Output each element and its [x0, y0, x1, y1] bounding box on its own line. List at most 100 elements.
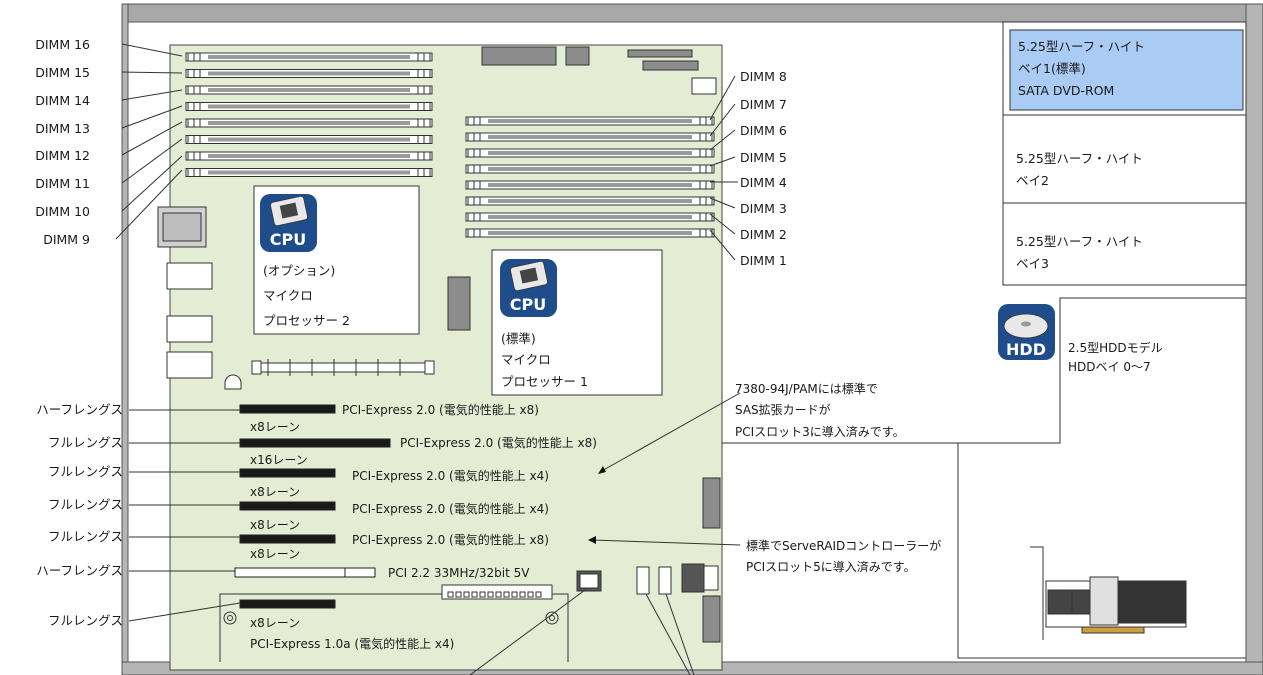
board-headers: [481, 46, 699, 71]
dimm-slot: [465, 212, 715, 222]
slot-4-length: フルレングス: [48, 497, 123, 512]
slot-7-lanes: x8レーン: [250, 616, 300, 630]
cpu1-area: CPU (標準) マイクロ プロセッサー 1: [491, 249, 663, 396]
bay-1-highlight: [1009, 29, 1244, 111]
slot-2-length: フルレングス: [48, 435, 123, 450]
dimm-slot: [185, 118, 433, 128]
slot-2-spec: PCI-Express 2.0 (電気的性能上 x8): [400, 435, 597, 450]
pci-slots: [234, 404, 391, 609]
dimm-1-label: DIMM 1: [740, 253, 787, 268]
note-sas-line3: PCIスロット3に導入済みです。: [735, 424, 905, 439]
slot-5-spec: PCI-Express 2.0 (電気的性能上 x8): [352, 532, 549, 547]
dimm-slot: [465, 132, 715, 142]
raid-controller-card: ◎ ⊠ ⊗: [1030, 546, 1187, 640]
dimm-14-label: DIMM 14: [35, 93, 90, 108]
dimm-8-label: DIMM 8: [740, 69, 787, 84]
dimm-15-label: DIMM 15: [35, 65, 90, 80]
dimm-6-label: DIMM 6: [740, 123, 787, 138]
bay-1-line3: SATA DVD-ROM: [1018, 83, 1114, 98]
svg-text:CPU: CPU: [510, 295, 546, 314]
bay-2-line1: 5.25型ハーフ・ハイト: [1016, 151, 1143, 166]
dimm-slot: [185, 52, 433, 62]
dimm-5-label: DIMM 5: [740, 150, 787, 165]
cpu1-label-line3: プロセッサー 1: [501, 374, 588, 389]
cpu2-label-line2: マイクロ: [263, 288, 313, 303]
hdd-bay-line1: 2.5型HDDモデル: [1068, 340, 1163, 355]
chipset-blocks: [447, 276, 721, 643]
slot-6-spec: PCI 2.2 33MHz/32bit 5V: [388, 566, 530, 580]
note-raid-line1: 標準でServeRAIDコントローラーが: [746, 538, 941, 553]
notes: 7380-94J/PAMには標準で SAS拡張カードが PCIスロット3に導入済…: [735, 381, 941, 574]
bay-3-line1: 5.25型ハーフ・ハイト: [1016, 234, 1143, 249]
dimm-10-label: DIMM 10: [35, 204, 90, 219]
dimm-slots-left: [185, 52, 433, 177]
slot-1-length: ハーフレングス: [36, 402, 123, 417]
slot-4-lanes: x8レーン: [250, 518, 300, 532]
dimm-12-label: DIMM 12: [35, 148, 90, 163]
cpu-icon: CPU: [260, 194, 317, 252]
dimm-slot: [465, 148, 715, 158]
slot-4-spec: PCI-Express 2.0 (電気的性能上 x4): [352, 501, 549, 516]
dimm-slot: [465, 164, 715, 174]
slot-length-labels: ハーフレングス フルレングス フルレングス フルレングス フルレングス ハーフレ…: [36, 402, 123, 628]
slot-7-length: フルレングス: [48, 613, 123, 628]
cpu1-label-line2: マイクロ: [501, 352, 551, 367]
dimm-slot: [465, 116, 715, 126]
bay-1-line1: 5.25型ハーフ・ハイト: [1018, 39, 1145, 54]
dimm-slot: [465, 196, 715, 206]
dimm-slot: [185, 85, 433, 95]
cpu2-label-line3: プロセッサー 2: [263, 313, 350, 328]
onboard-connector: [251, 359, 435, 376]
dimm-slot: [185, 102, 433, 111]
bay-2-line2: ベイ2: [1016, 173, 1049, 188]
bay-3-line2: ベイ3: [1016, 256, 1049, 271]
dimm-3-label: DIMM 3: [740, 201, 787, 216]
slot-3-lanes: x8レーン: [250, 485, 300, 499]
note-sas-line2: SAS拡張カードが: [735, 402, 831, 417]
svg-text:◎ ⊠ ⊗: ◎ ⊠ ⊗: [1130, 601, 1159, 611]
dimm-2-label: DIMM 2: [740, 227, 787, 242]
slot-5-lanes: x8レーン: [250, 547, 300, 561]
dimm-slot: [465, 180, 715, 190]
dimm-slot: [185, 151, 433, 161]
svg-text:HDD: HDD: [1006, 340, 1046, 359]
hdd-icon: HDD: [998, 304, 1055, 360]
dimm-4-label: DIMM 4: [740, 175, 787, 190]
hdd-bay-area: HDD 2.5型HDDモデル HDDベイ 0〜7: [722, 297, 1246, 659]
slot-spec-labels: PCI-Express 2.0 (電気的性能上 x8) x8レーン PCI-Ex…: [250, 402, 597, 651]
note-raid-line2: PCIスロット5に導入済みです。: [746, 559, 916, 574]
note-sas-line1: 7380-94J/PAMには標準で: [735, 381, 878, 396]
svg-text:CPU: CPU: [270, 230, 306, 249]
slot-3-spec: PCI-Express 2.0 (電気的性能上 x4): [352, 468, 549, 483]
cpu-icon: CPU: [500, 259, 557, 317]
slot-1-lanes: x8レーン: [250, 420, 300, 434]
slot-1-spec: PCI-Express 2.0 (電気的性能上 x8): [342, 402, 539, 417]
slot-3-length: フルレングス: [48, 464, 123, 479]
dimm-7-label: DIMM 7: [740, 97, 787, 112]
board-components: [576, 563, 719, 595]
cpu2-area: CPU (オプション) マイクロ プロセッサー 2: [253, 185, 420, 335]
cpu1-label-line1: (標準): [501, 331, 536, 346]
dimm-labels-left: DIMM 16 DIMM 15 DIMM 14 DIMM 13 DIMM 12 …: [35, 37, 90, 247]
dimm-11-label: DIMM 11: [35, 176, 90, 191]
drive-bays: 5.25型ハーフ・ハイト ベイ1(標準) SATA DVD-ROM 5.25型ハ…: [1002, 21, 1247, 286]
slot-7-spec: PCI-Express 1.0a (電気的性能上 x4): [250, 636, 454, 651]
dimm-slot: [185, 135, 433, 144]
riser-area: [219, 584, 569, 662]
dimm-9-label: DIMM 9: [43, 232, 90, 247]
dimm-slot: [185, 168, 433, 177]
hdd-bay-line2: HDDベイ 0〜7: [1068, 360, 1151, 374]
dimm-labels-right: DIMM 8 DIMM 7 DIMM 6 DIMM 5 DIMM 4 DIMM …: [740, 69, 787, 268]
dimm-slot: [465, 228, 715, 238]
dimm-13-label: DIMM 13: [35, 121, 90, 136]
rear-io-ports: [157, 77, 717, 390]
slot-6-length: ハーフレングス: [36, 563, 123, 578]
dimm-slots-right: [465, 116, 715, 238]
cpu2-label-line1: (オプション): [263, 263, 335, 278]
arrowheads: [588, 466, 606, 544]
slot-5-length: フルレングス: [48, 529, 123, 544]
bay-1-line2: ベイ1(標準): [1018, 61, 1086, 76]
dimm-slot: [185, 69, 433, 78]
leader-lines: [115, 43, 741, 675]
